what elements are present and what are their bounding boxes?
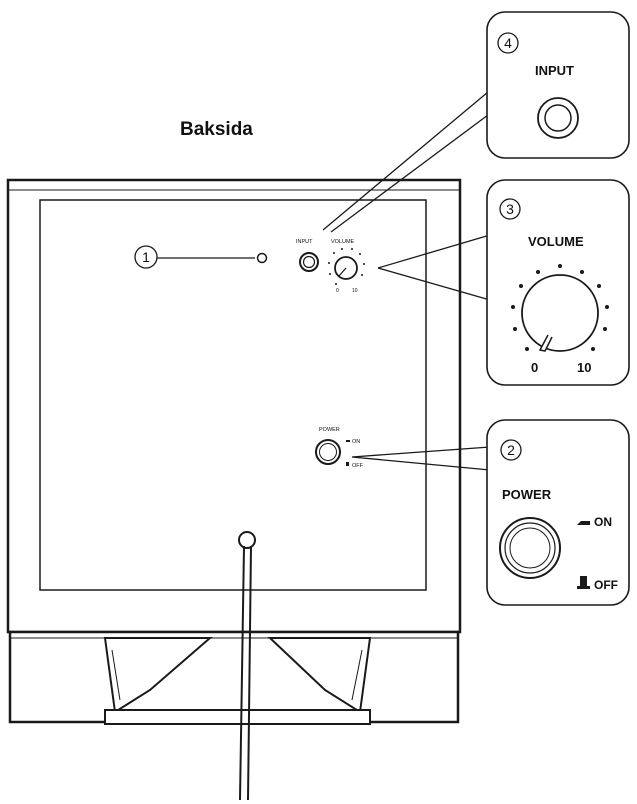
callout-2-leader [351, 446, 491, 471]
callout-2-on-mark [577, 521, 590, 525]
callout-3-leader [377, 234, 491, 301]
callout-4-circle [497, 32, 519, 54]
callout-2-power-switch-inner [509, 527, 551, 569]
panel-input-label: INPUT [296, 239, 313, 245]
left-foot-detail [111, 649, 121, 701]
panel-volume-min: 0 [336, 288, 339, 294]
callout-3-volume-ticks [511, 264, 609, 351]
panel-volume-pointer [338, 267, 347, 277]
callout-4-number: 4 [504, 35, 512, 51]
callout-1-number: 1 [142, 249, 150, 265]
callout-2-off-label: OFF [594, 578, 618, 592]
panel-off-mark [346, 462, 349, 466]
callout-4-label: INPUT [535, 63, 574, 78]
callout-3-number: 3 [506, 201, 514, 217]
panel-on-mark [346, 440, 350, 442]
panel-volume-max: 10 [352, 288, 358, 294]
bottom-plate [104, 709, 371, 725]
power-cord-left [239, 545, 245, 801]
callout-2-label: POWER [502, 487, 552, 502]
panel-on-label: ON [352, 439, 360, 445]
cabinet-base [8, 630, 460, 724]
power-cord-grommet [238, 531, 256, 549]
rear-panel [39, 199, 427, 591]
right-foot-detail [351, 649, 363, 701]
callout-3-label: VOLUME [528, 234, 584, 249]
callout-3-circle [499, 198, 521, 220]
callout-3-min-label: 0 [531, 360, 538, 375]
callout-4-leader [322, 91, 493, 233]
callout-2-on-label: ON [594, 515, 612, 529]
callout-4-input-jack-inner [544, 104, 572, 132]
panel-power-label: POWER [319, 427, 340, 433]
callout-3-knob-pointer [538, 334, 553, 352]
callout-2-number: 2 [507, 442, 515, 458]
panel-volume-label: VOLUME [331, 239, 355, 245]
callout-2-circle [500, 439, 522, 461]
page-title: Baksida [180, 119, 253, 140]
panel-volume-ticks [328, 248, 365, 285]
left-foot [103, 637, 213, 714]
power-cord-right [247, 545, 252, 801]
callout-4-box [486, 11, 630, 159]
callout-3-volume-knob [521, 274, 599, 352]
callout-2-off-mark [577, 576, 590, 589]
panel-input-jack-inner [302, 255, 316, 269]
callout-1-circle [134, 245, 158, 269]
led-indicator [256, 252, 268, 264]
callout-3-max-label: 10 [577, 360, 591, 375]
panel-power-switch-inner [319, 443, 337, 461]
panel-off-label: OFF [352, 463, 364, 469]
